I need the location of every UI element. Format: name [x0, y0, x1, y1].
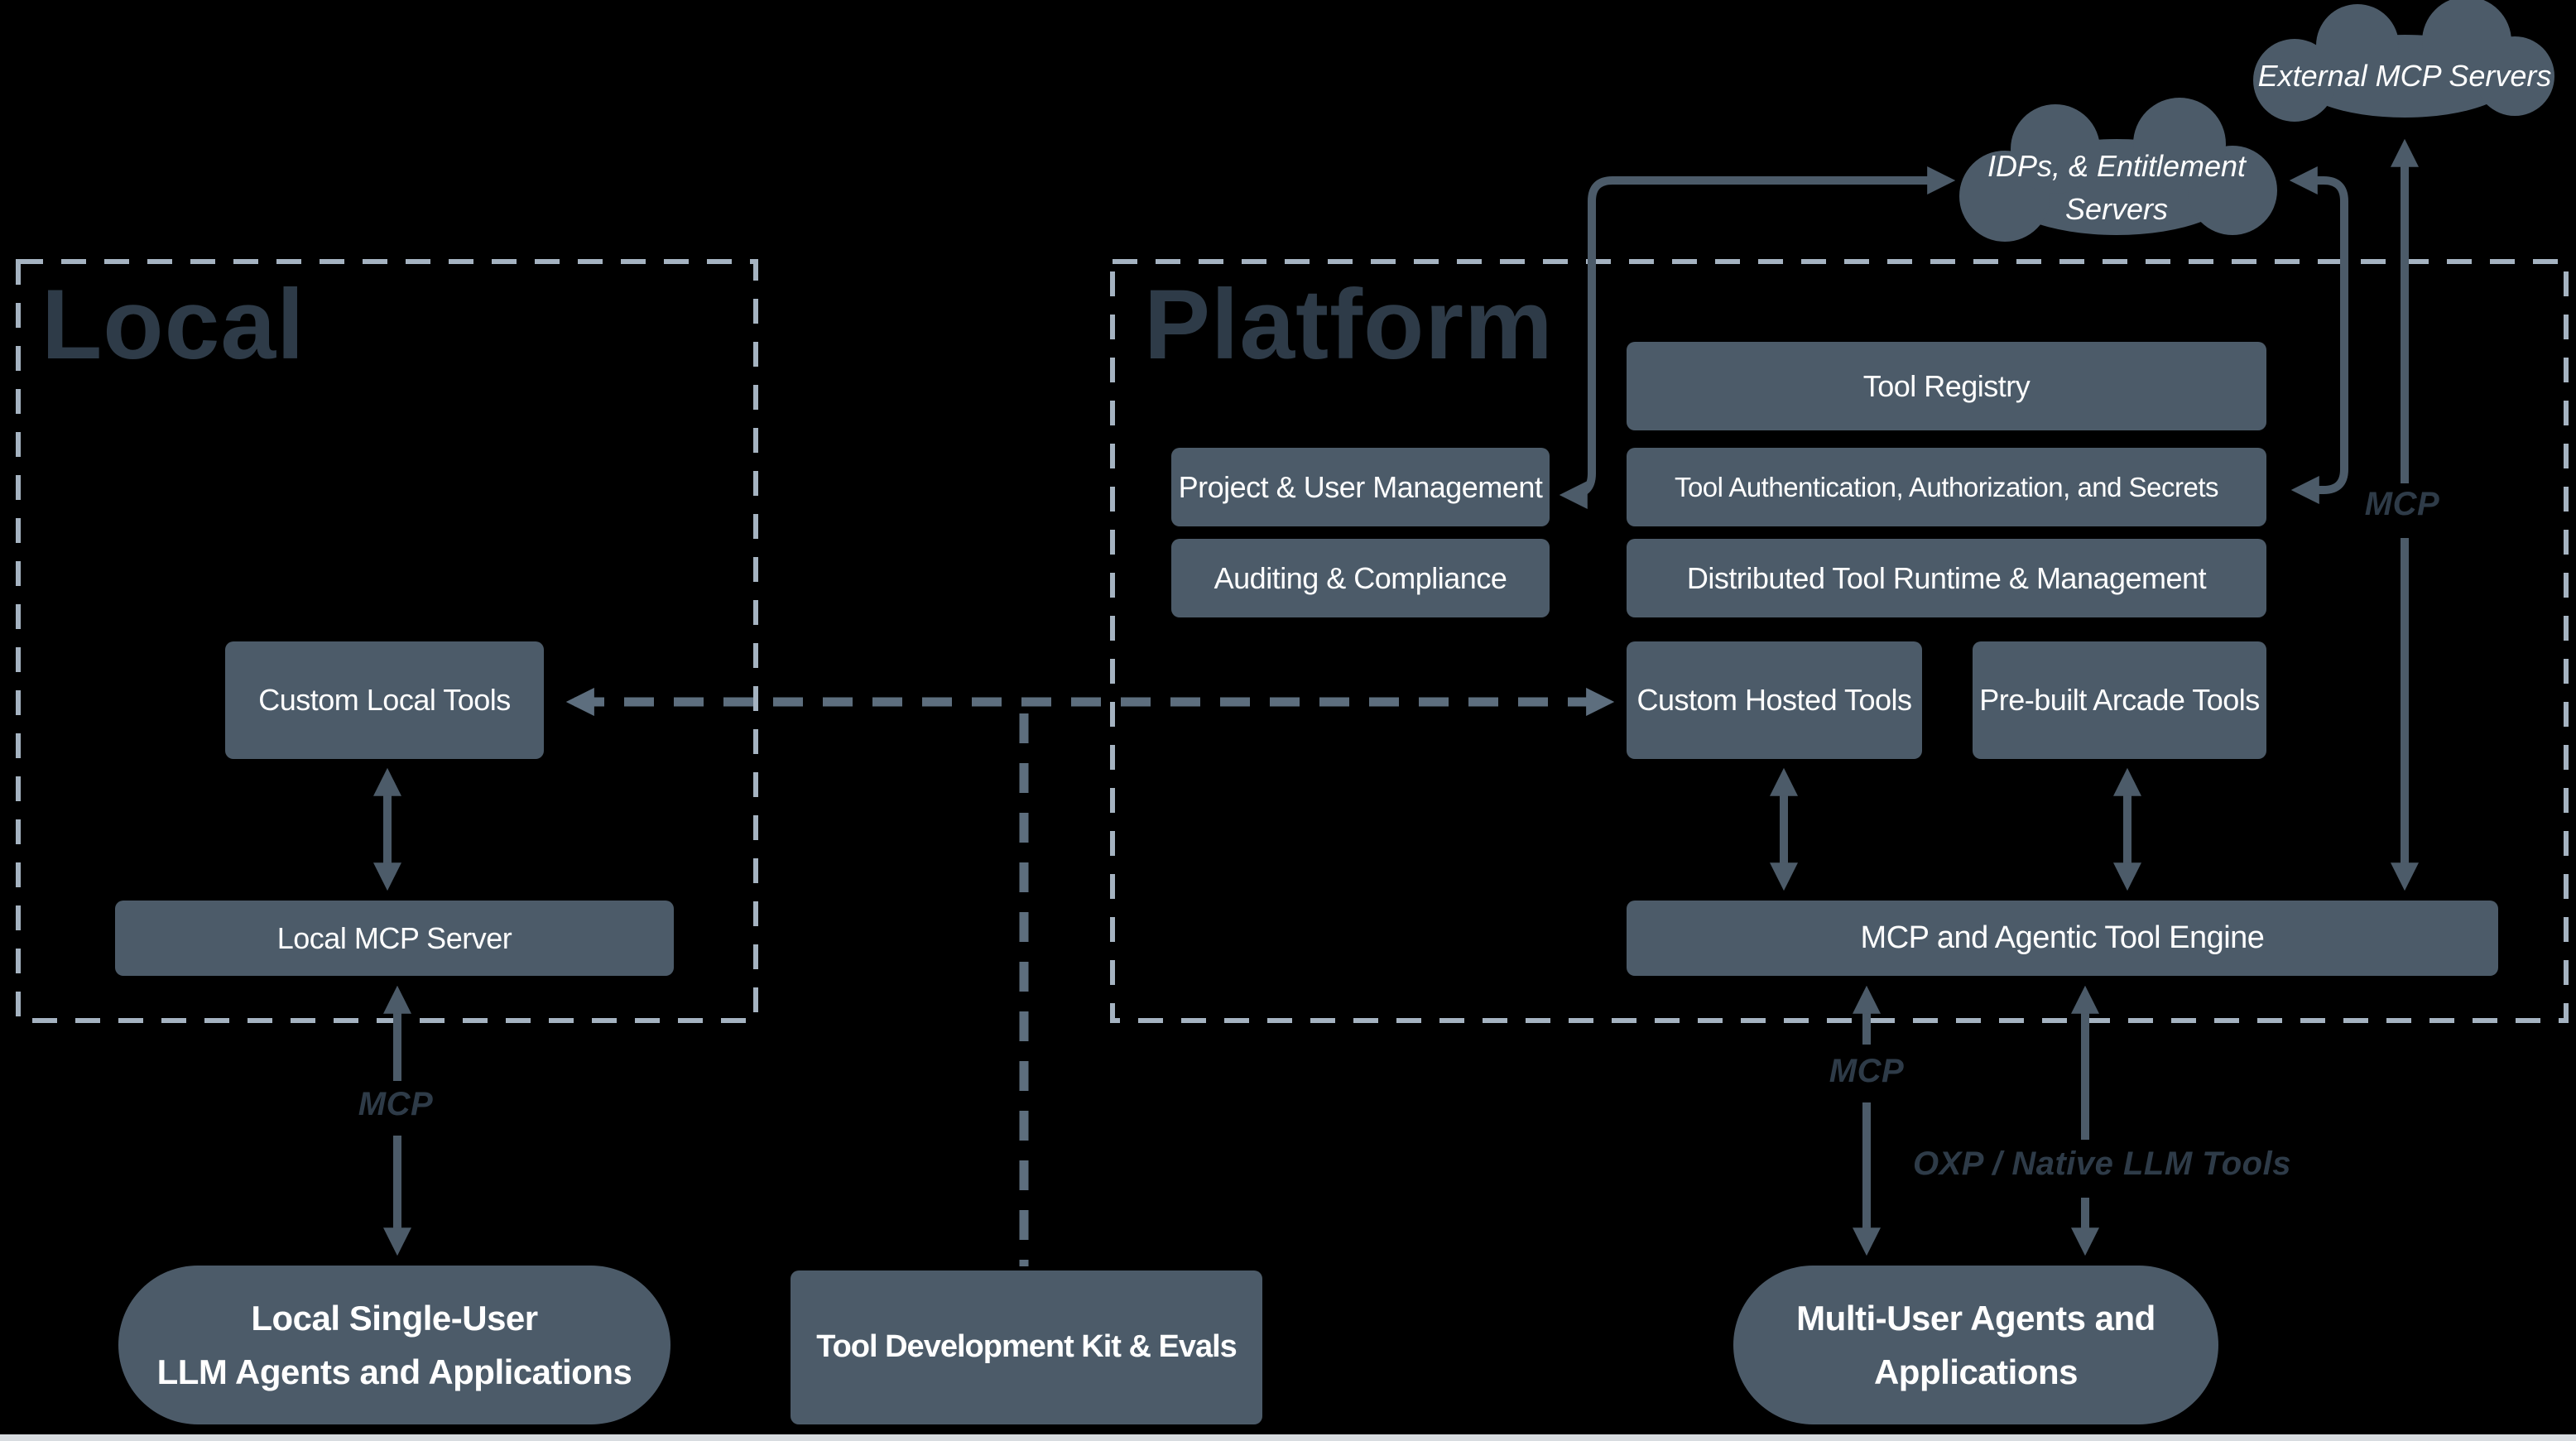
- idps-cloud-label-line1: IDPs, & Entitlement: [1987, 149, 2247, 183]
- custom-local-tools-box: Custom Local Tools: [225, 641, 544, 759]
- mcp-label-engine-agents: MCP: [1829, 1053, 1905, 1089]
- idps-cloud-label-line2: Servers: [2064, 192, 2169, 227]
- tool-registry-box: Tool Registry: [1627, 342, 2266, 430]
- local-agents-line2: LLM Agents and Applications: [156, 1352, 632, 1391]
- prebuilt-arcade-tools-box: Pre-built Arcade Tools: [1973, 641, 2266, 759]
- custom-hosted-tools-box: Custom Hosted Tools: [1627, 641, 1922, 759]
- auditing-compliance-box: Auditing & Compliance: [1171, 539, 1550, 617]
- oxp-label: OXP / Native LLM Tools: [1913, 1146, 2291, 1182]
- tool-dev-kit-box: Tool Development Kit & Evals: [791, 1270, 1262, 1424]
- idps-cloud-label: IDPs, & Entitlement Servers: [1984, 145, 2249, 231]
- platform-region-border: [1110, 259, 2569, 1023]
- region-borders: [16, 259, 2569, 1023]
- multi-user-agents-line1: Multi-User Agents and: [1796, 1298, 2155, 1338]
- local-agents-line1: Local Single-User: [251, 1298, 538, 1338]
- platform-region-title: Platform: [1144, 269, 1554, 380]
- connector-project-mgmt-to-idps: [1559, 166, 1956, 510]
- idps-cloud: [1959, 98, 2277, 242]
- local-region-title: Local: [41, 269, 305, 380]
- project-user-management-box: Project & User Management: [1171, 448, 1550, 526]
- tool-auth-box: Tool Authentication, Authorization, and …: [1627, 448, 2266, 526]
- mcp-engine-box: MCP and Agentic Tool Engine: [1627, 901, 2498, 976]
- bottom-edge-bar: [0, 1434, 2576, 1441]
- multi-user-agents-line2: Applications: [1873, 1352, 2079, 1391]
- connector-tool-auth-to-idps: [2289, 166, 2348, 505]
- external-mcp-cloud: [2253, 0, 2554, 122]
- mcp-label-local: MCP: [358, 1086, 434, 1122]
- multi-user-agents-pill: Multi-User Agents and Applications: [1733, 1266, 2218, 1424]
- local-mcp-server-box: Local MCP Server: [115, 901, 674, 976]
- distributed-runtime-box: Distributed Tool Runtime & Management: [1627, 539, 2266, 617]
- local-region-border: [16, 259, 758, 1023]
- external-mcp-cloud-label: External MCP Servers: [2257, 59, 2552, 93]
- local-agents-pill: Local Single-User LLM Agents and Applica…: [118, 1266, 670, 1424]
- mcp-label-external: MCP: [2364, 486, 2440, 522]
